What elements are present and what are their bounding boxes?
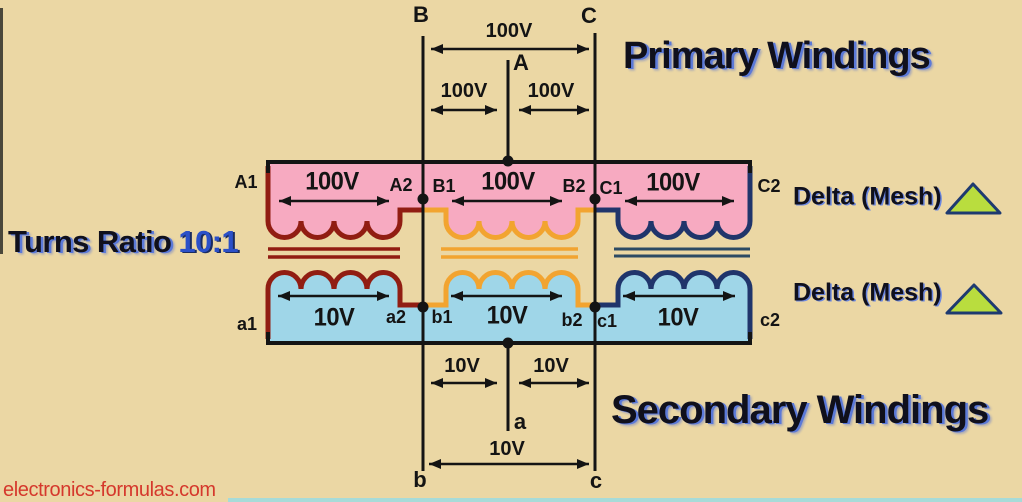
- phase-label-C: C: [581, 3, 597, 28]
- phase-label-a: a: [513, 409, 527, 434]
- core-b: [441, 247, 578, 259]
- terminal-A2: A2: [389, 175, 413, 195]
- junction-dot: [417, 193, 429, 205]
- junction-dots: [417, 155, 601, 349]
- junction-dot: [417, 301, 429, 313]
- delta-mesh-label-primary: Delta (Mesh): [793, 182, 942, 211]
- left-edge-artifact: [0, 8, 3, 254]
- core-a: [268, 247, 400, 259]
- phase-voltage-ba-secondary: 10V: [444, 355, 480, 377]
- secondary-coil-c: [594, 270, 753, 339]
- terminal-C2: C2: [757, 176, 781, 196]
- turns-ratio-value: 10:1: [178, 224, 238, 259]
- phase-label-A: A: [513, 50, 529, 75]
- line-voltage-bc-secondary: 10V: [489, 438, 525, 460]
- junction-dot: [589, 193, 601, 205]
- junction-dot: [502, 337, 514, 349]
- terminal-a2: a2: [385, 307, 407, 327]
- phase-voltage-ac: 100V: [527, 80, 575, 102]
- delta-triangle-secondary: [945, 283, 1003, 315]
- primary-coil-b: [422, 207, 596, 240]
- delta-mesh-label-secondary: Delta (Mesh): [793, 278, 942, 307]
- phase-lines: [421, 33, 597, 471]
- phase-label-c: c: [589, 468, 603, 493]
- winding-c-primary-voltage: 100V: [646, 168, 700, 197]
- phase-voltage-ac-secondary: 10V: [533, 355, 569, 377]
- primary-coil-a: [265, 166, 424, 240]
- watermark: electronics-formulas.com: [3, 479, 216, 501]
- winding-a-secondary-voltage: 10V: [313, 303, 355, 332]
- terminal-B1: B1: [432, 176, 456, 196]
- terminal-A1: A1: [234, 172, 258, 192]
- winding-b-secondary-voltage: 10V: [486, 301, 528, 330]
- terminal-c1: c1: [596, 311, 618, 331]
- phase-label-B: B: [413, 2, 429, 27]
- line-voltage-bc: 100V: [485, 20, 533, 42]
- secondary-windings-title: Secondary Windings: [611, 388, 989, 432]
- junction-dot: [589, 301, 601, 313]
- primary-coil-c: [594, 166, 753, 240]
- terminal-a1: a1: [236, 314, 258, 334]
- phase-label-b: b: [413, 467, 427, 492]
- terminal-b1: b1: [431, 307, 453, 327]
- core-c: [614, 247, 750, 258]
- secondary-coil-b: [422, 270, 596, 308]
- phase-voltage-ba: 100V: [440, 80, 488, 102]
- terminal-c2: c2: [759, 310, 781, 330]
- voltage-arrows: [278, 44, 735, 469]
- bottom-edge-artifact: [228, 498, 1022, 502]
- terminal-b2: b2: [561, 310, 583, 330]
- winding-a-primary-voltage: 100V: [305, 167, 359, 196]
- turns-ratio-label: Turns Ratio: [8, 224, 172, 259]
- junction-dot: [502, 155, 514, 167]
- winding-c-secondary-voltage: 10V: [657, 303, 699, 332]
- secondary-coil-a: [265, 270, 424, 339]
- primary-windings-title: Primary Windings: [623, 35, 931, 77]
- terminal-C1: C1: [599, 178, 623, 198]
- delta-triangle-primary: [945, 182, 1002, 215]
- core-laminations: [268, 247, 750, 259]
- terminal-B2: B2: [562, 176, 586, 196]
- winding-b-primary-voltage: 100V: [481, 167, 535, 196]
- secondary-band-fill: [268, 272, 750, 344]
